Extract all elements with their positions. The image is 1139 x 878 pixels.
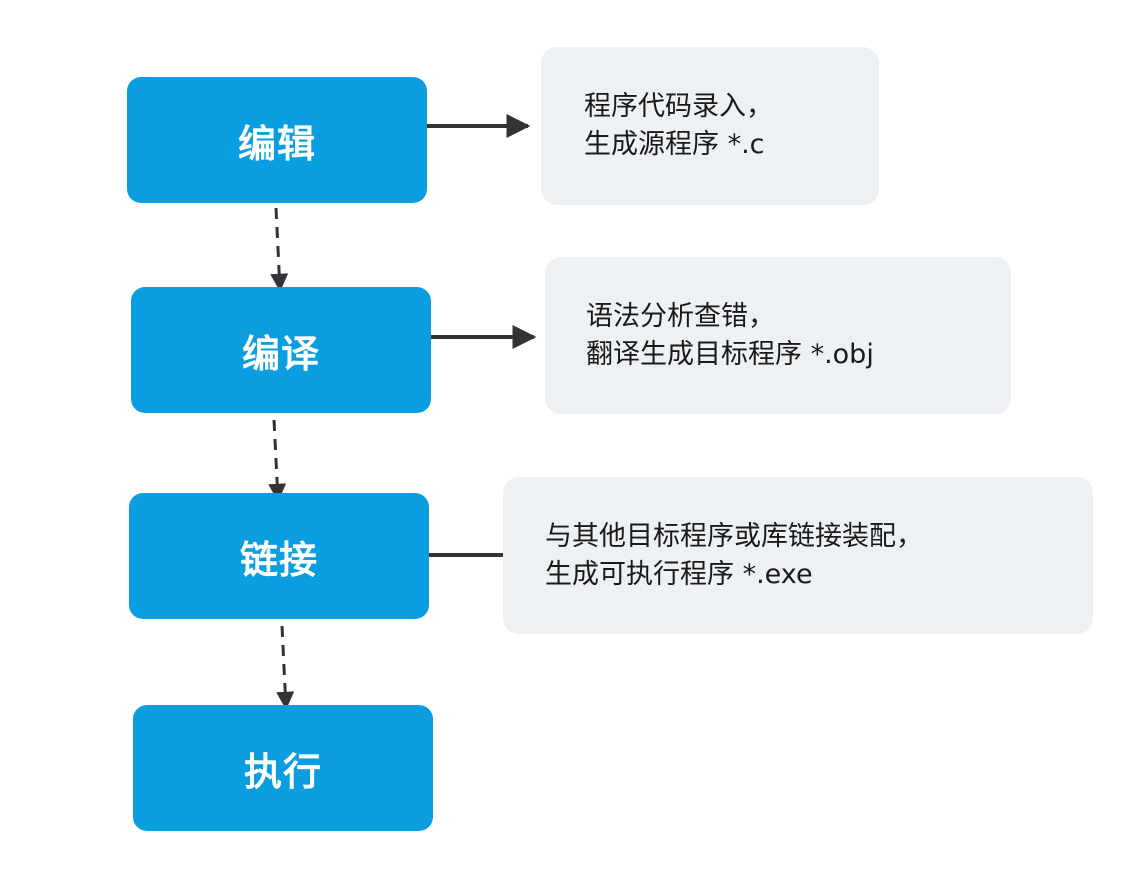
note-compile: 语法分析查错， 翻译生成目标程序 *.obj xyxy=(545,257,1011,414)
flow-arrow-link-to-execute xyxy=(276,625,295,710)
note-compile-line2: 翻译生成目标程序 *.obj xyxy=(586,338,874,370)
step-edit-label: 编辑 xyxy=(237,121,316,166)
step-link-label: 链接 xyxy=(239,537,318,582)
step-compile: 编译 xyxy=(131,287,431,413)
step-compile-label: 编译 xyxy=(241,331,320,376)
flow-arrow-compile-to-link xyxy=(268,419,287,502)
step-edit: 编辑 xyxy=(127,77,427,203)
step-execute-label: 执行 xyxy=(243,749,322,794)
note-link-line1: 与其他目标程序或库链接装配， xyxy=(545,520,923,552)
step-execute: 执行 xyxy=(133,705,433,831)
note-compile-line1: 语法分析查错， xyxy=(586,300,775,332)
note-edit-line1: 程序代码录入， xyxy=(584,91,773,122)
note-link-line2: 生成可执行程序 *.exe xyxy=(545,558,813,590)
note-edit: 程序代码录入， 生成源程序 *.c xyxy=(541,47,879,205)
note-edit-line2: 生成源程序 *.c xyxy=(584,129,765,160)
step-link: 链接 xyxy=(129,493,429,619)
note-link: 与其他目标程序或库链接装配， 生成可执行程序 *.exe xyxy=(503,477,1093,634)
flow-arrow-edit-to-compile xyxy=(270,207,289,292)
